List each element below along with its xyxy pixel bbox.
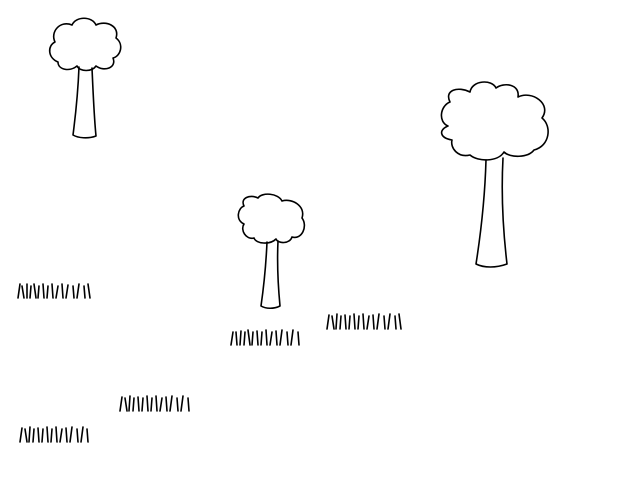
tree-icon (440, 81, 549, 268)
grass-tuft-icon (119, 395, 190, 412)
tree-canopy (48, 17, 122, 72)
tree-trunk (72, 66, 97, 139)
tree-icon (237, 193, 306, 310)
grass-tuft-icon (19, 426, 89, 443)
tree-canopy (440, 81, 549, 161)
tree-trunk (475, 157, 508, 268)
grass-tuft-icon (230, 329, 300, 346)
grass-tuft-icon (17, 283, 91, 299)
tree-trunk (260, 240, 281, 310)
tree-canopy (237, 193, 306, 244)
tree-icon (48, 17, 122, 139)
grass-tuft-icon (326, 313, 402, 330)
